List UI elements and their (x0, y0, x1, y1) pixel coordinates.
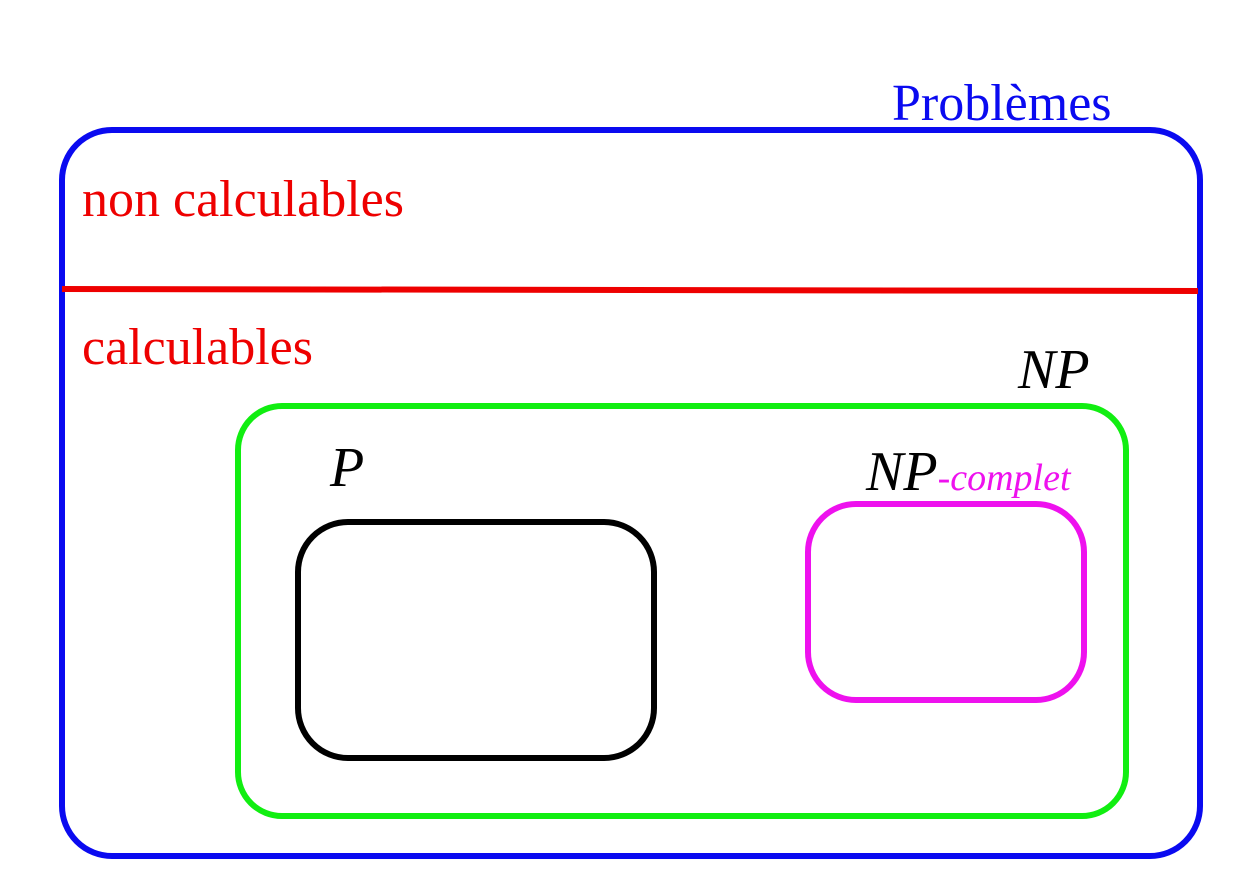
np-label: NP (1018, 339, 1090, 401)
np-complete-prefix: NP (866, 441, 938, 503)
computable-label: calculables (82, 319, 313, 376)
problems-boundary (59, 127, 1203, 859)
p-set-boundary (295, 519, 657, 761)
non-computable-label: non calculables (82, 171, 404, 228)
np-set-boundary (235, 403, 1129, 819)
computability-divider (61, 286, 1199, 294)
np-complete-set-boundary (805, 501, 1087, 703)
np-complete-suffix: -complet (937, 457, 1071, 499)
np-complete-label: NP-complet (866, 444, 1071, 500)
p-label: P (330, 437, 365, 499)
problems-title: Problèmes (892, 75, 1112, 132)
